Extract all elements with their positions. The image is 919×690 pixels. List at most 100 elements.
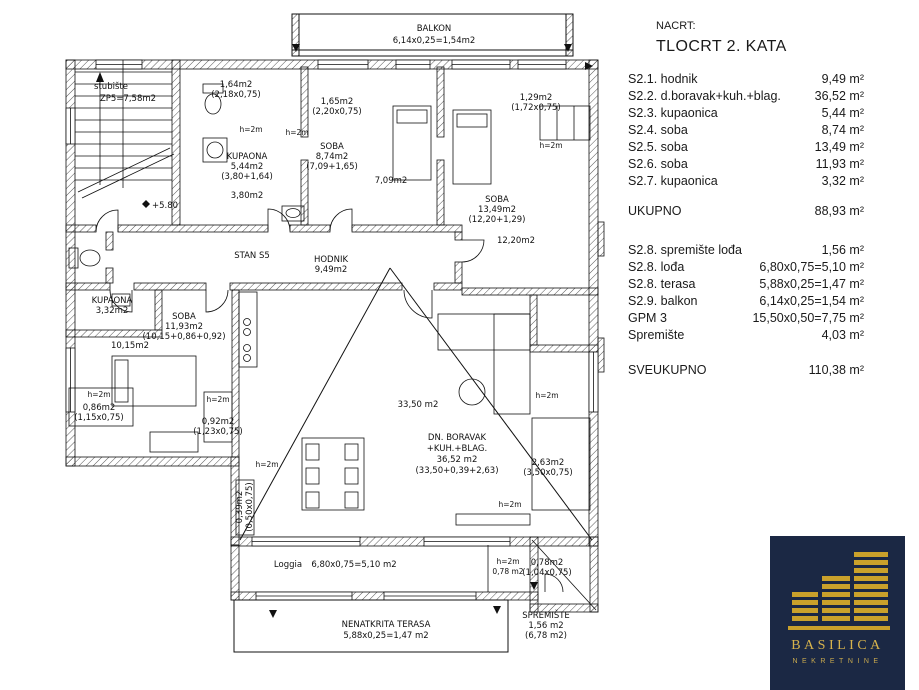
dimension-arrows bbox=[292, 44, 593, 590]
legend-row: S2.9. balkon 6,14x0,25=1,54 m² bbox=[628, 293, 864, 310]
plan-label: DN. BORAVAK bbox=[428, 433, 487, 443]
row-name: S2.6. soba bbox=[628, 157, 688, 171]
nacrt-label: NACRT: bbox=[656, 20, 696, 32]
plan-label: (2,20x0,75) bbox=[312, 107, 362, 117]
plan-label: 1,29m2 bbox=[520, 93, 553, 103]
plan-label: SOBA bbox=[172, 312, 196, 322]
row-name: S2.7. kupaonica bbox=[628, 174, 718, 188]
row-value: 11,93 m² bbox=[815, 157, 864, 171]
plan-label: (0,50x0,75) bbox=[245, 482, 255, 532]
legend-rows-main: S2.1. hodnik 9,49 m² S2.2. d.boravak+kuh.… bbox=[628, 71, 864, 190]
plan-label: 8,74m2 bbox=[316, 152, 349, 162]
plan-label: h=2m bbox=[255, 460, 278, 469]
row-value: 8,74 m² bbox=[821, 123, 864, 137]
plan-label: 0,78 m2 bbox=[492, 567, 523, 576]
row-value: 6,14x0,25=1,54 m² bbox=[759, 294, 864, 308]
row-value: 3,32 m² bbox=[821, 174, 864, 188]
row-value: 13,49 m² bbox=[814, 140, 864, 154]
plan-label: (7,09+1,65) bbox=[306, 162, 358, 172]
row-value: 15,50x0,50=7,75 m² bbox=[752, 311, 864, 325]
plan-label: 0,92m2 bbox=[202, 417, 235, 427]
plan-label: 0,86m2 bbox=[83, 403, 116, 413]
legend-row: S2.8. lođa 6,80x0,75=5,10 m² bbox=[628, 259, 864, 276]
logo-brand-text: BASILICA bbox=[791, 638, 884, 653]
legend-row: Spremište 4,03 m² bbox=[628, 327, 864, 344]
plan-label: KUPAONA bbox=[227, 152, 268, 162]
plan-label: Loggia bbox=[274, 560, 302, 570]
row-name: Spremište bbox=[628, 328, 685, 342]
plan-label: stubište bbox=[94, 81, 128, 92]
legend-total-sveukupno: SVEUKUPNO 110,38 m² bbox=[628, 362, 864, 379]
row-value: 4,03 m² bbox=[821, 328, 864, 342]
plan-label: h=2m bbox=[206, 395, 229, 404]
total-value: 88,93 m² bbox=[814, 204, 864, 218]
legend-row: S2.2. d.boravak+kuh.+blag. 36,52 m² bbox=[628, 88, 864, 105]
plan-label: HODNIK bbox=[314, 255, 348, 265]
row-name: S2.8. spremište lođa bbox=[628, 243, 742, 257]
plan-label: (10,15+0,86+0,92) bbox=[142, 332, 225, 342]
plan-label: h=2m bbox=[285, 128, 308, 137]
row-value: 5,88x0,25=1,47 m² bbox=[759, 277, 864, 291]
legend-row: S2.8. spremište lođa 1,56 m² bbox=[628, 242, 864, 259]
plan-label: (1,04x0,75) bbox=[522, 568, 572, 578]
row-name: S2.8. lođa bbox=[628, 260, 685, 274]
row-name: S2.2. d.boravak+kuh.+blag. bbox=[628, 89, 781, 103]
plan-label: 7,09m2 bbox=[375, 176, 408, 186]
row-name: S2.4. soba bbox=[628, 123, 688, 137]
row-name: S2.3. kupaonica bbox=[628, 106, 718, 120]
plan-label: 3,32m2 bbox=[96, 306, 129, 316]
row-value: 1,56 m² bbox=[821, 243, 864, 257]
plan-label: 0,78m2 bbox=[531, 558, 564, 568]
plan-label: 1,65m2 bbox=[321, 97, 354, 107]
legend-row: S2.6. soba 11,93 m² bbox=[628, 156, 864, 173]
plan-label: (1,23x0,75) bbox=[193, 427, 243, 437]
plan-label: 0,39m2 bbox=[235, 491, 245, 524]
row-value: 6,80x0,75=5,10 m² bbox=[759, 260, 864, 274]
legend-row: S2.5. soba 13,49 m² bbox=[628, 139, 864, 156]
plan-label: 6,80x0,75=5,10 m2 bbox=[311, 560, 396, 570]
row-value: 36,52 m² bbox=[814, 89, 864, 103]
plan-label: 36,52 m2 bbox=[437, 455, 478, 465]
legend-row: S2.1. hodnik 9,49 m² bbox=[628, 71, 864, 88]
plan-label: 5,88x0,25=1,47 m2 bbox=[343, 631, 428, 641]
plan-label: ZP5=7,58m2 bbox=[100, 94, 156, 104]
basilica-logo: BASILICA NEKRETNINE bbox=[770, 536, 905, 690]
plan-label: SOBA bbox=[320, 142, 344, 152]
total-name: SVEUKUPNO bbox=[628, 363, 707, 377]
plan-label: KUPAONA bbox=[92, 296, 133, 306]
staircase bbox=[75, 60, 175, 208]
total-name: UKUPNO bbox=[628, 204, 682, 218]
plan-labels: stubište ZP5=7,58m2 1,64m2 (2,18x0,75) B… bbox=[74, 24, 573, 641]
plan-label: SPREMIŠTE bbox=[522, 609, 570, 621]
plan-label: 9,49m2 bbox=[315, 265, 348, 275]
level-marker bbox=[142, 200, 150, 208]
plan-label: (3,80+1,64) bbox=[221, 172, 273, 182]
balcony-outline bbox=[291, 13, 574, 57]
row-name: S2.1. hodnik bbox=[628, 72, 698, 86]
plan-label: STAN S5 bbox=[234, 251, 270, 261]
plan-label: (3,50x0,75) bbox=[523, 468, 573, 478]
plan-label: 1,64m2 bbox=[220, 80, 253, 90]
row-value: 5,44 m² bbox=[821, 106, 864, 120]
plan-label: 5,44m2 bbox=[231, 162, 264, 172]
terrace-outline bbox=[233, 599, 509, 653]
legend-total-ukupno: UKUPNO 88,93 m² bbox=[628, 203, 864, 220]
plan-label: 3,80m2 bbox=[231, 191, 264, 201]
plan-label: 11,93m2 bbox=[165, 322, 203, 332]
row-name: S2.5. soba bbox=[628, 140, 688, 154]
plan-label: NENATKRITA TERASA bbox=[342, 620, 431, 630]
total-value: 110,38 m² bbox=[808, 363, 864, 377]
row-value: 9,49 m² bbox=[821, 72, 864, 86]
logo-subtitle-text: NEKRETNINE bbox=[792, 658, 883, 665]
slope-lines bbox=[239, 267, 593, 541]
building-icon bbox=[787, 552, 890, 630]
row-name: S2.9. balkon bbox=[628, 294, 698, 308]
windows bbox=[65, 59, 599, 601]
plan-label: (6,78 m2) bbox=[525, 631, 567, 641]
plan-label: BALKON bbox=[417, 24, 452, 34]
